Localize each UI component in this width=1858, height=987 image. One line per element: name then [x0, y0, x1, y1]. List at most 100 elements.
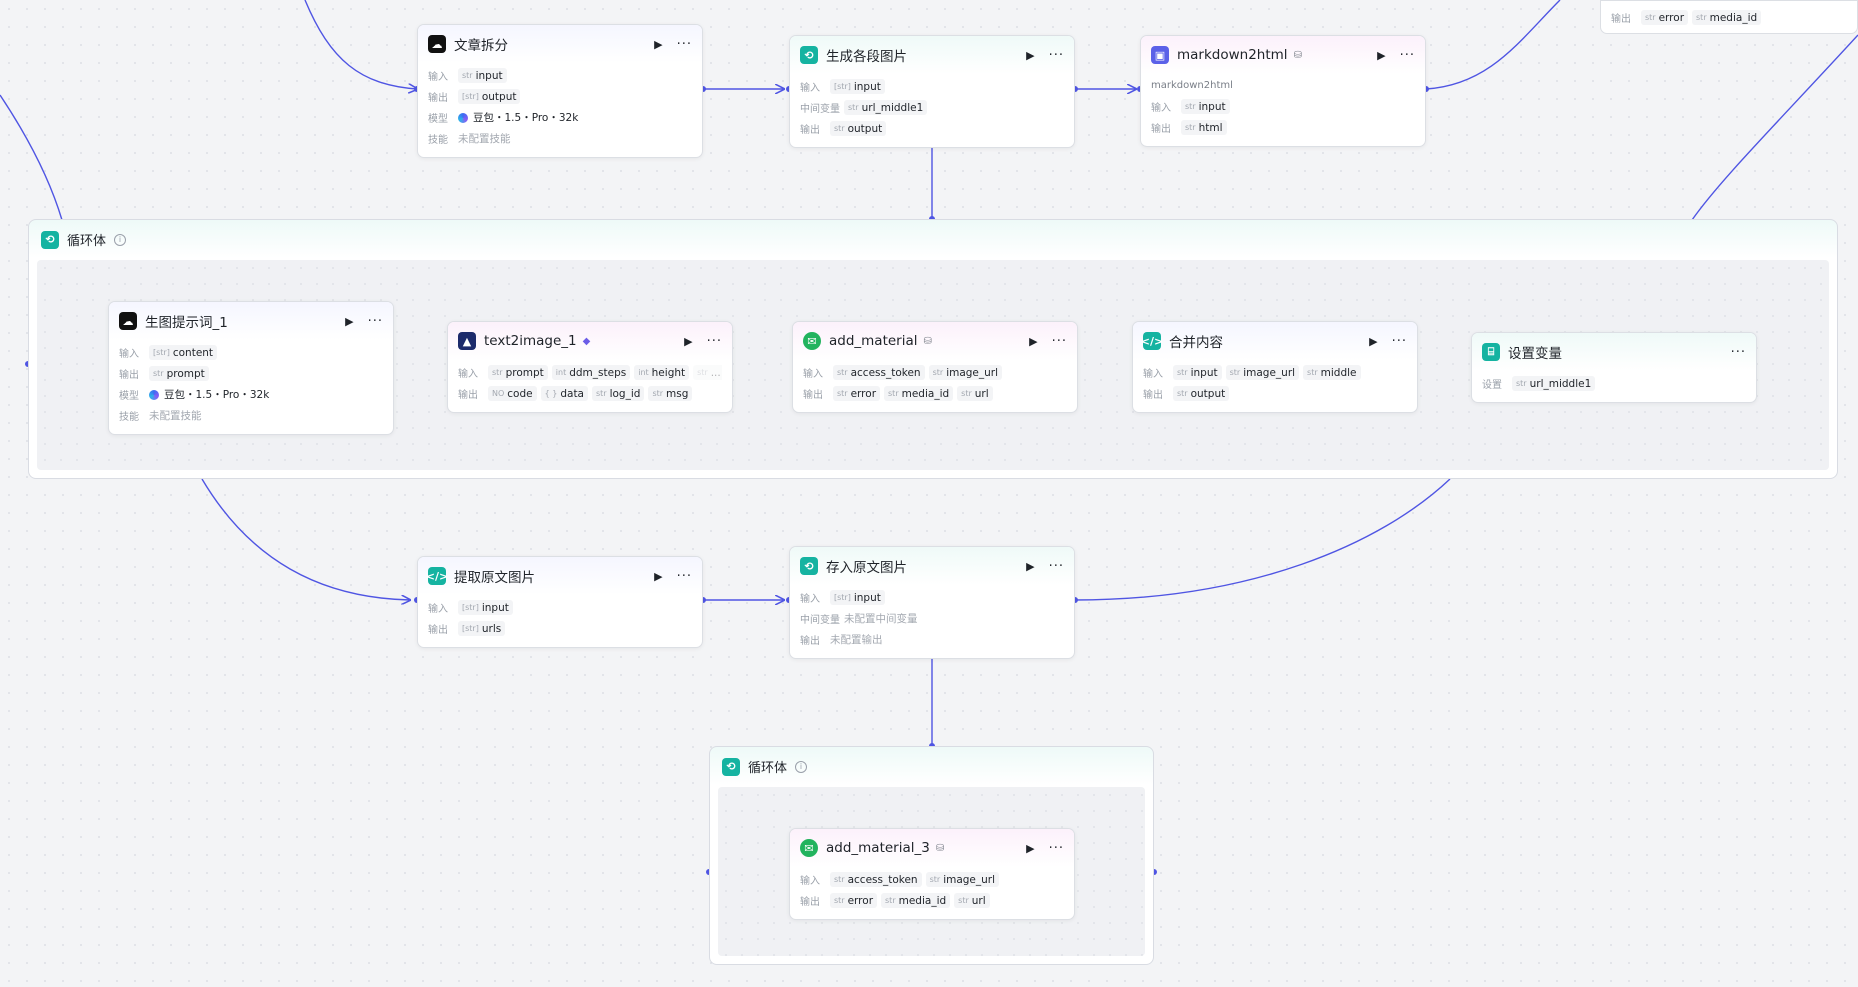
run-button[interactable]: ▶	[1026, 48, 1035, 62]
node-header[interactable]: ☁文章拆分▶···	[418, 25, 702, 63]
variable-pill[interactable]: str...	[693, 365, 722, 380]
run-button[interactable]: ▶	[1026, 841, 1035, 855]
node-header[interactable]: </>合并内容▶···	[1133, 322, 1417, 360]
more-options-button[interactable]: ···	[1391, 333, 1407, 349]
edge-right-down	[1691, 34, 1858, 221]
more-options-button[interactable]: ···	[706, 333, 722, 349]
empty-hint: 未配置输出	[830, 634, 883, 646]
more-options-button[interactable]: ···	[676, 36, 692, 52]
node-header[interactable]: ✉add_material_3⛁▶···	[790, 829, 1074, 867]
node-badge-icon: ◆	[582, 335, 591, 347]
run-button[interactable]: ▶	[1377, 48, 1386, 62]
run-button[interactable]: ▶	[1029, 334, 1038, 348]
variable-name: ddm_steps	[569, 366, 627, 379]
more-options-button[interactable]: ···	[1048, 558, 1064, 574]
run-button[interactable]: ▶	[684, 334, 693, 348]
node-header[interactable]: ▣markdown2html⛁▶···	[1141, 36, 1425, 74]
more-options-button[interactable]: ···	[367, 313, 383, 329]
variable-pill[interactable]: [str]urls	[458, 621, 506, 636]
variable-pill[interactable]: [str]output	[458, 89, 521, 104]
node-header[interactable]: ✉add_material⛁▶···	[793, 322, 1077, 360]
variable-pill[interactable]: [str]input	[458, 600, 513, 615]
type-tag: str	[961, 389, 972, 398]
row-label: 中间变量	[800, 615, 840, 626]
more-options-button[interactable]: ···	[1051, 333, 1067, 349]
more-options-button[interactable]: ···	[1399, 47, 1415, 63]
variable-pill[interactable]: [str]input	[830, 79, 885, 94]
node-header[interactable]: ⟲生成各段图片▶···	[790, 36, 1074, 74]
node-header[interactable]: ⟲存入原文图片▶···	[790, 547, 1074, 585]
variable-pill[interactable]: [str]input	[830, 590, 885, 605]
info-icon[interactable]: i	[795, 760, 808, 773]
run-button[interactable]: ▶	[654, 569, 663, 583]
run-button[interactable]: ▶	[654, 37, 663, 51]
run-button[interactable]: ▶	[345, 314, 354, 328]
variable-name: input	[1198, 100, 1226, 113]
info-icon[interactable]: i	[114, 233, 127, 246]
run-button[interactable]: ▶	[1369, 334, 1378, 348]
type-tag: str	[697, 368, 708, 377]
node-header[interactable]: ☁生图提示词_1▶···	[109, 302, 393, 340]
more-options-button[interactable]: ···	[1730, 344, 1746, 360]
node-title: 生成各段图片	[826, 49, 907, 65]
row-label: 输入	[803, 369, 823, 380]
variable-pill[interactable]: { }data	[540, 386, 588, 401]
variable-name: log_id	[609, 387, 641, 400]
more-options-button[interactable]: ···	[1048, 840, 1064, 856]
type-tag: [str]	[153, 348, 170, 357]
node-header[interactable]: ⌸设置变量···	[1472, 333, 1756, 371]
node-header[interactable]: ▲text2image_1◆▶···	[448, 322, 732, 360]
variable-pill[interactable]: [str]content	[149, 345, 218, 360]
more-options-button[interactable]: ···	[676, 568, 692, 584]
node-header[interactable]: </>提取原文图片▶···	[418, 557, 702, 595]
more-options-button[interactable]: ···	[1048, 47, 1064, 63]
run-button[interactable]: ▶	[1026, 559, 1035, 573]
type-tag: str	[1177, 389, 1188, 398]
